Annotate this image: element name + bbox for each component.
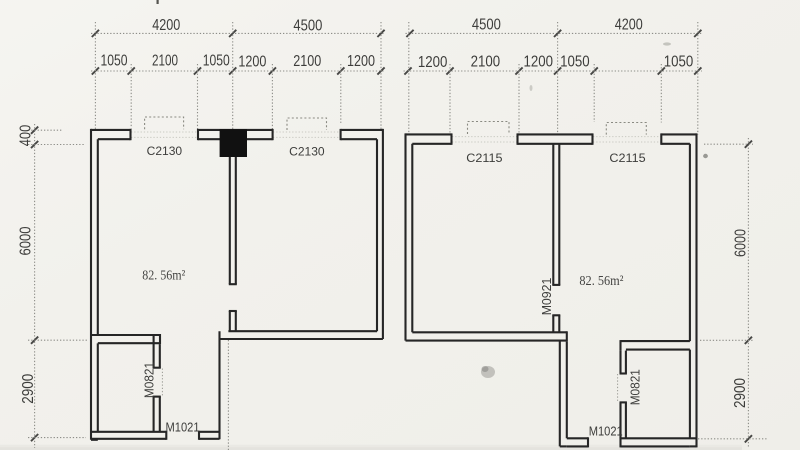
svg-text:2900: 2900 <box>732 378 749 408</box>
svg-text:C2115: C2115 <box>466 151 502 165</box>
svg-text:4200: 4200 <box>615 16 643 33</box>
svg-text:M0921: M0921 <box>539 278 554 316</box>
svg-text:2100: 2100 <box>471 54 501 71</box>
svg-text:4500: 4500 <box>472 16 501 33</box>
svg-text:1050: 1050 <box>664 54 694 71</box>
svg-text:1200: 1200 <box>238 53 266 70</box>
svg-text:2100: 2100 <box>152 53 178 70</box>
svg-text:C2130: C2130 <box>147 144 183 158</box>
svg-text:M1021: M1021 <box>166 419 200 434</box>
svg-text:1050: 1050 <box>560 54 590 71</box>
svg-text:1200: 1200 <box>347 53 375 70</box>
svg-text:6000: 6000 <box>732 229 749 257</box>
svg-text:M0821: M0821 <box>142 362 157 398</box>
svg-text:400: 400 <box>17 124 34 146</box>
svg-text:1200: 1200 <box>418 54 448 71</box>
svg-text:C2130: C2130 <box>289 145 325 159</box>
svg-text:M0821: M0821 <box>628 369 643 405</box>
svg-text:C2115: C2115 <box>609 151 645 165</box>
svg-text:1200: 1200 <box>524 54 554 71</box>
svg-text:4200: 4200 <box>152 17 180 34</box>
svg-text:82. 56m²: 82. 56m² <box>579 274 623 289</box>
svg-text:M1021: M1021 <box>589 423 623 438</box>
svg-text:2100: 2100 <box>293 53 321 70</box>
svg-text:1050: 1050 <box>101 52 128 69</box>
svg-text:4500: 4500 <box>293 18 322 35</box>
svg-text:1050: 1050 <box>203 52 230 69</box>
svg-text:82. 56m²: 82. 56m² <box>142 268 185 283</box>
svg-text:6000: 6000 <box>18 226 35 255</box>
svg-text:2900: 2900 <box>20 373 37 403</box>
